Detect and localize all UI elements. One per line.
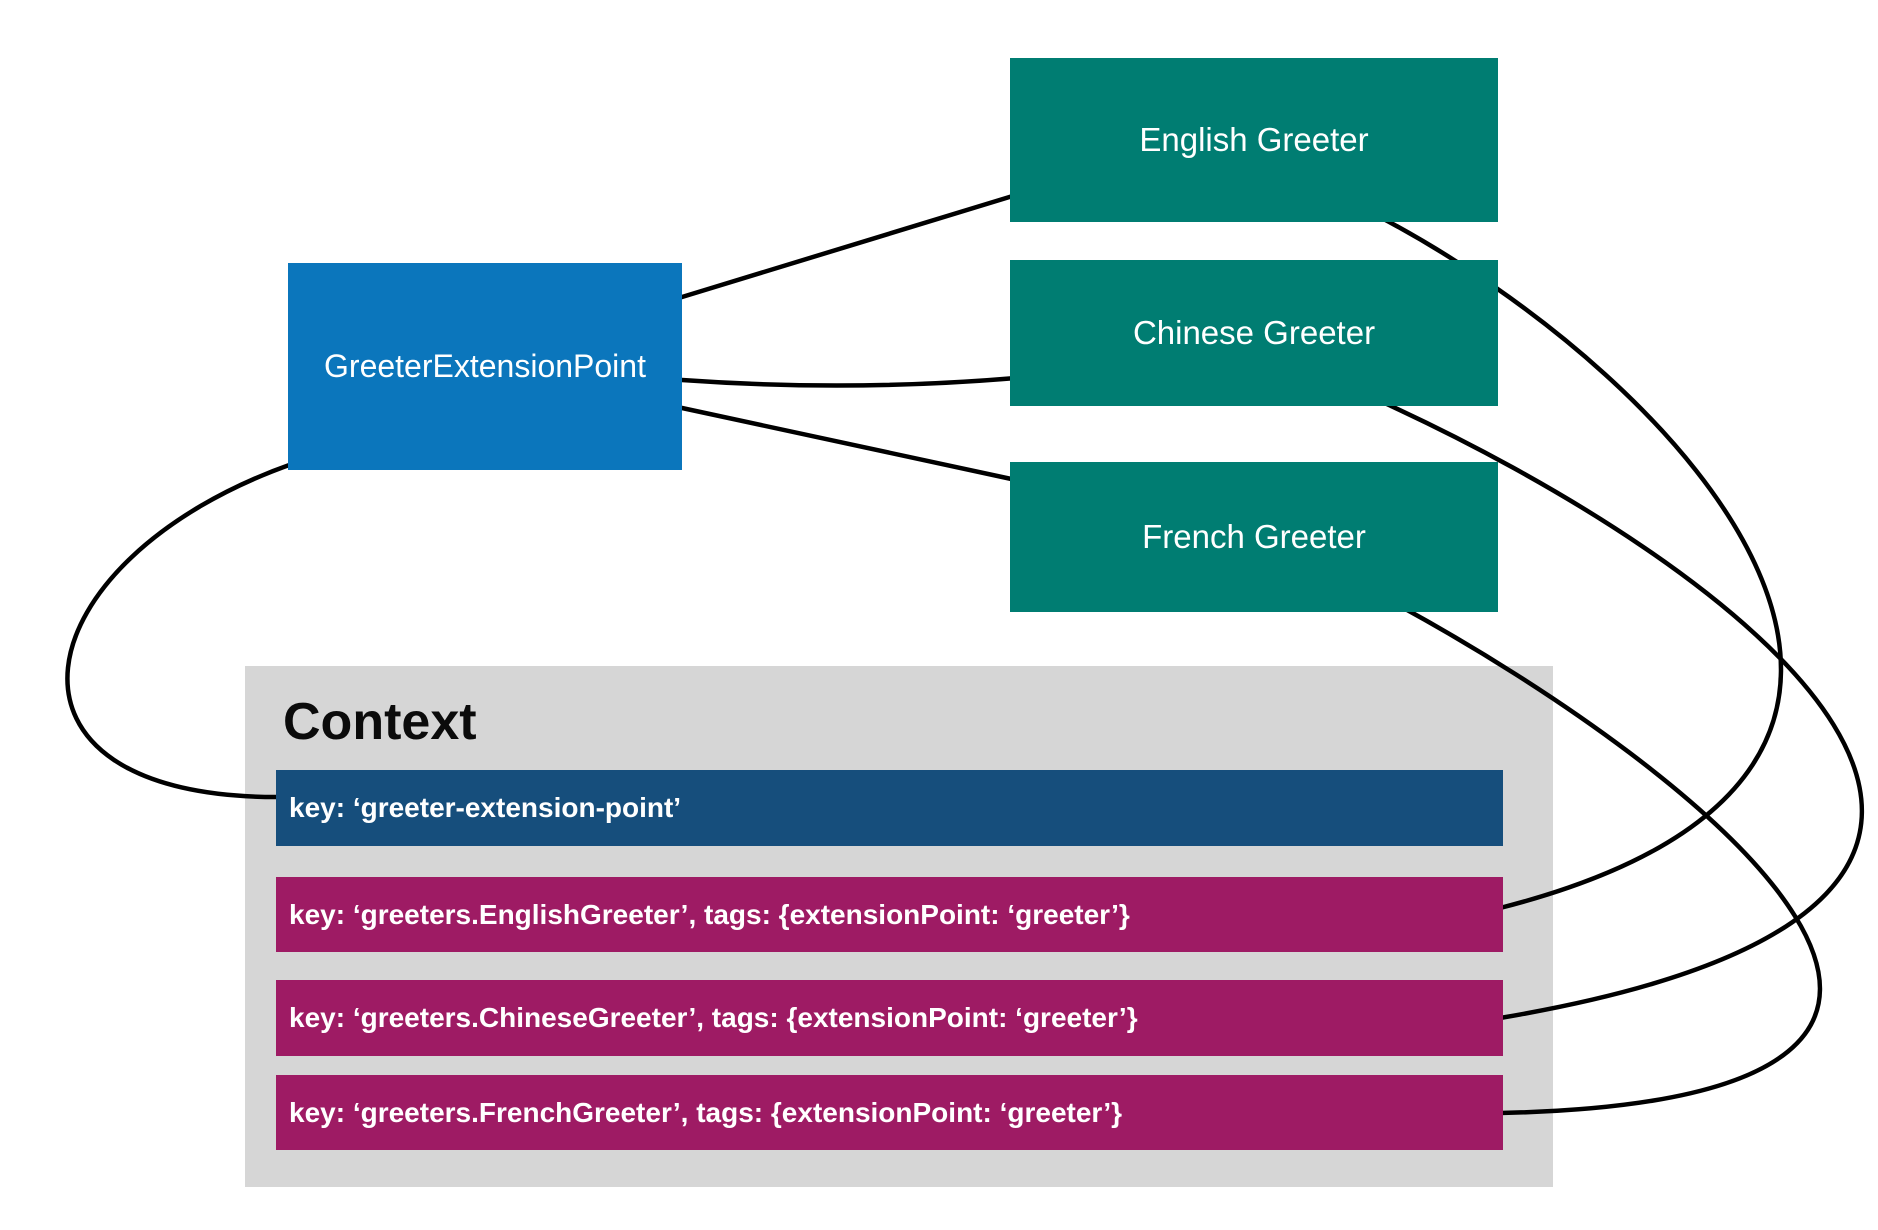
context-entry-english-greeter-key: key: ‘greeters.EnglishGreeter’, tags: {e…: [276, 877, 1503, 952]
edge-english-greeter-to-context-entry: [1375, 213, 1784, 911]
context-entry-chinese-greeter-key: key: ‘greeters.ChineseGreeter’, tags: {e…: [276, 980, 1503, 1056]
node-greeter-extension-point: GreeterExtensionPoint: [288, 263, 682, 470]
edge-extension-point-to-context-key: [65, 461, 295, 800]
edge-extension-point-to-french: [679, 405, 1019, 483]
edge-extension-point-to-english: [679, 192, 1019, 300]
context-title: Context: [283, 693, 477, 751]
node-chinese-greeter: Chinese Greeter: [1010, 260, 1498, 406]
node-english-greeter: English Greeter: [1010, 58, 1498, 222]
context-entry-french-greeter-key: key: ‘greeters.FrenchGreeter’, tags: {ex…: [276, 1075, 1503, 1150]
edge-extension-point-to-chinese: [679, 375, 1019, 388]
edge-chinese-greeter-to-context-entry: [1375, 397, 1864, 1021]
node-french-greeter: French Greeter: [1010, 462, 1498, 612]
context-entry-extension-point-key: key: ‘greeter-extension-point’: [276, 770, 1503, 846]
edge-french-greeter-to-context-entry: [1397, 603, 1823, 1116]
